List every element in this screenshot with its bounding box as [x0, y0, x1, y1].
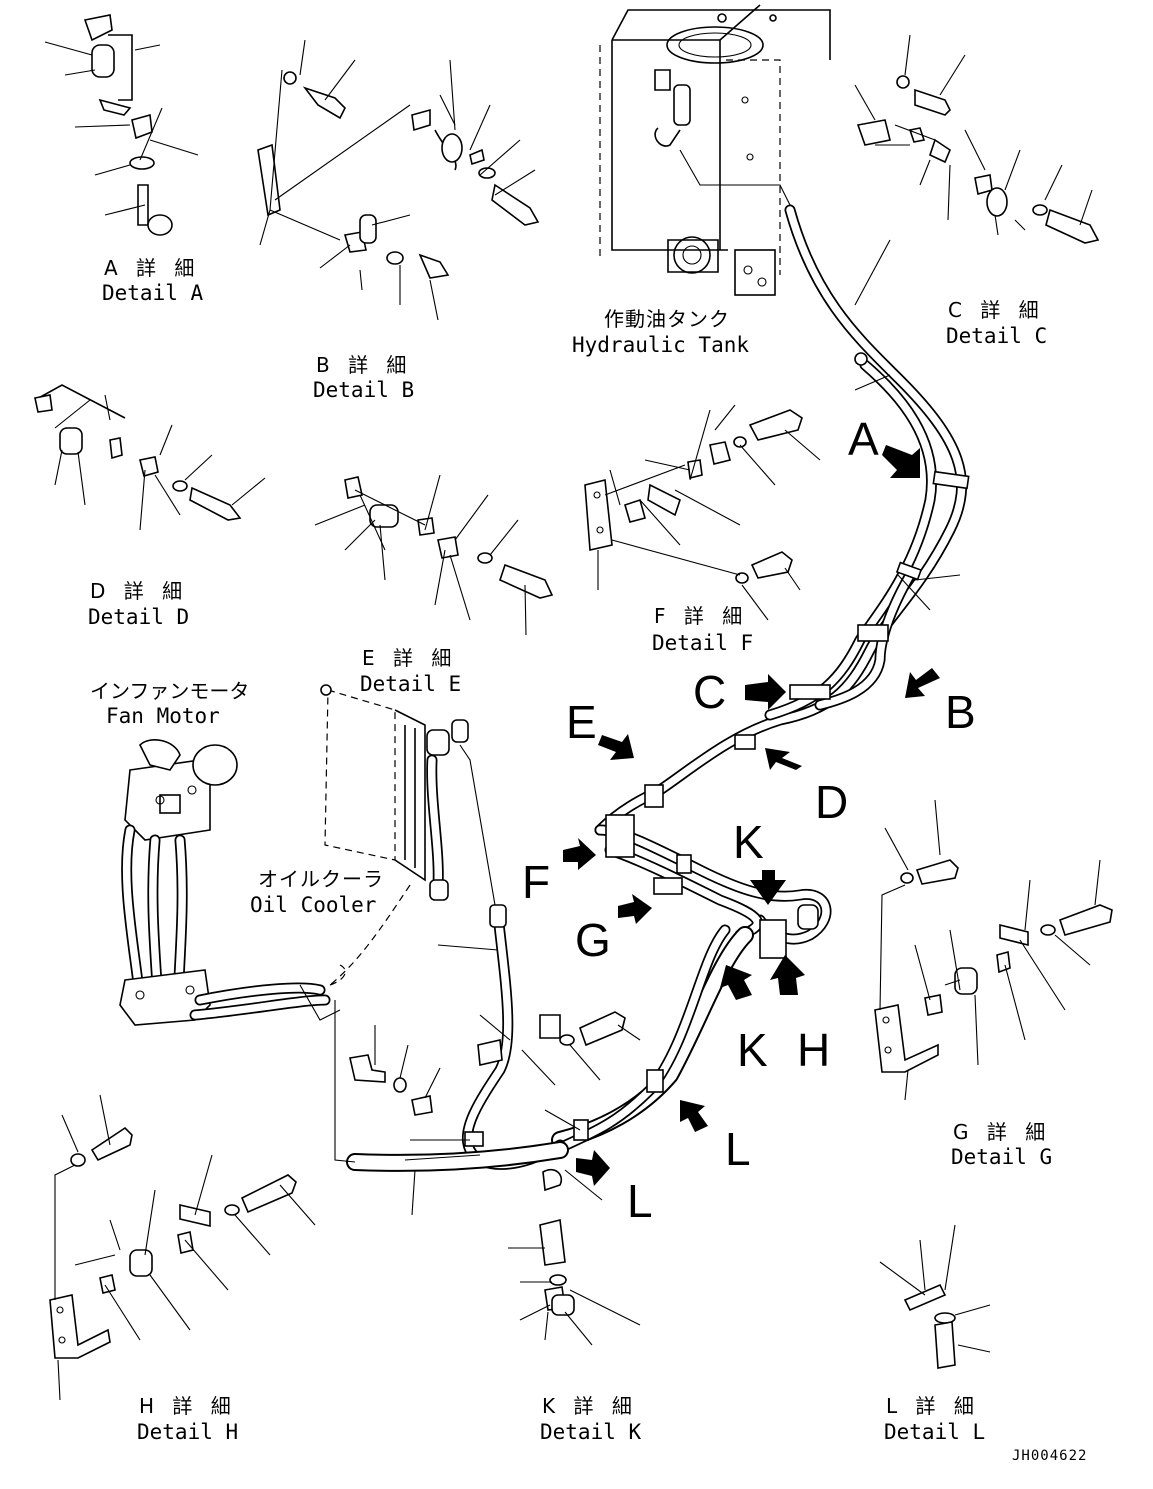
detail-d-label-en: Detail D — [88, 605, 189, 629]
detail-h-label-en: Detail H — [137, 1420, 238, 1444]
detail-b-label-en: Detail B — [313, 378, 414, 402]
callout-b: B — [945, 686, 976, 738]
detail-k-parts — [508, 1219, 641, 1346]
callout-k-upper: K — [733, 816, 764, 868]
drawing-code: JH004622 — [1012, 1448, 1087, 1464]
arrow-e — [598, 734, 634, 760]
detail-g-parts — [874, 799, 1113, 1101]
detail-h-parts — [49, 1094, 316, 1401]
oil-cooler-label-en: Oil Cooler — [250, 893, 376, 917]
detail-f-parts — [584, 404, 821, 621]
oil-cooler-label-ja: オイルクーラ — [258, 867, 384, 891]
fan-motor-label-en: Fan Motor — [106, 704, 220, 728]
main-leader-lines — [349, 239, 961, 1216]
arrow-k2 — [720, 965, 752, 1000]
arrow-b — [905, 668, 940, 698]
arrow-g — [618, 894, 652, 924]
arrow-a — [882, 445, 920, 478]
arrow-d — [765, 748, 802, 770]
detail-d-label-ja: D 詳 細 — [90, 579, 188, 603]
detail-a-label-ja: A 詳 細 — [104, 256, 200, 280]
callout-a: A — [848, 413, 879, 465]
detail-k-label-ja: K 詳 細 — [542, 1394, 638, 1418]
callout-d: D — [815, 776, 848, 828]
detail-a-label-en: Detail A — [102, 281, 204, 305]
fan-motor-label-ja: インファンモータ — [90, 679, 249, 703]
callout-e: E — [566, 696, 597, 748]
detail-g-label-ja: G 詳 細 — [953, 1120, 1051, 1144]
detail-c-label-en: Detail C — [946, 324, 1047, 348]
callout-h: H — [797, 1024, 830, 1076]
arrow-k1 — [750, 870, 786, 905]
callout-c: C — [693, 666, 726, 718]
detail-l-label-ja: L 詳 細 — [886, 1394, 980, 1418]
detail-a-parts — [44, 14, 199, 236]
detail-d-parts — [34, 384, 266, 531]
detail-l-label-en: Detail L — [884, 1420, 985, 1444]
detail-b-label-ja: B 詳 細 — [316, 353, 412, 377]
hydraulic-tank-label-en: Hydraulic Tank — [572, 333, 749, 357]
oil-cooler-drawing — [320, 684, 507, 986]
labels: A 詳 細 Detail A B 詳 細 Detail B 作動油タンク Hyd… — [88, 256, 1087, 1464]
main-hose-bundle — [346, 204, 970, 1172]
detail-b-parts — [257, 39, 540, 321]
callout-l-upper: L — [725, 1123, 751, 1175]
callout-k-lower: K — [737, 1024, 768, 1076]
hydraulic-tank-drawing — [599, 4, 831, 296]
detail-c-label-ja: C 詳 細 — [948, 298, 1045, 322]
detail-f-label-en: Detail F — [652, 631, 753, 655]
detail-e-parts — [314, 474, 554, 636]
callout-f: F — [522, 856, 550, 908]
arrow-h — [770, 955, 805, 995]
detail-k-label-en: Detail K — [540, 1420, 642, 1444]
hydraulic-tank-label-ja: 作動油タンク — [604, 307, 730, 331]
detail-l-parts — [879, 1224, 991, 1369]
arrow-l1 — [680, 1100, 708, 1132]
callout-arrows — [563, 445, 940, 1186]
callout-l-lower: L — [627, 1175, 653, 1227]
detail-g-label-en: Detail G — [951, 1145, 1052, 1169]
detail-c-parts — [854, 34, 1100, 244]
detail-f-label-ja: F 詳 細 — [654, 604, 748, 628]
detail-e-label-en: Detail E — [360, 672, 461, 696]
callout-g: G — [575, 914, 611, 966]
arrow-c — [745, 674, 786, 710]
fan-motor-drawing — [119, 739, 356, 1163]
arrow-f — [563, 838, 596, 870]
detail-e-label-ja: E 詳 細 — [362, 646, 457, 670]
arrow-l2 — [576, 1150, 610, 1186]
detail-h-label-ja: H 詳 細 — [139, 1394, 237, 1418]
